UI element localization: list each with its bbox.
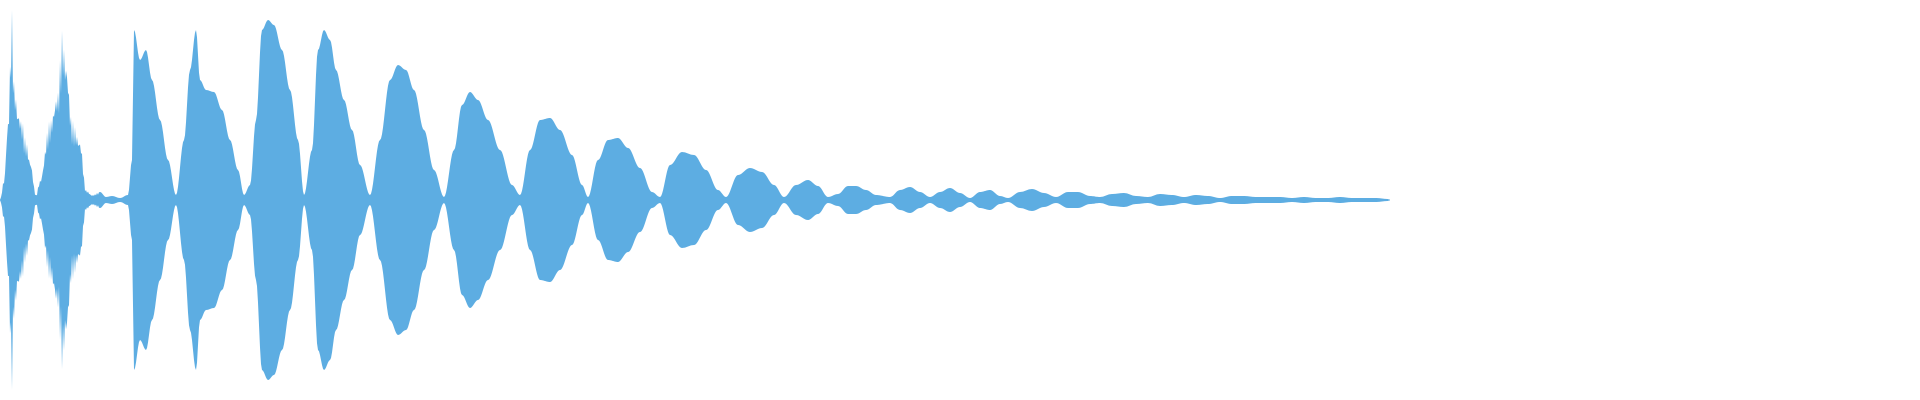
waveform-canvas[interactable] <box>0 0 1920 400</box>
audio-waveform-view[interactable] <box>0 0 1920 400</box>
